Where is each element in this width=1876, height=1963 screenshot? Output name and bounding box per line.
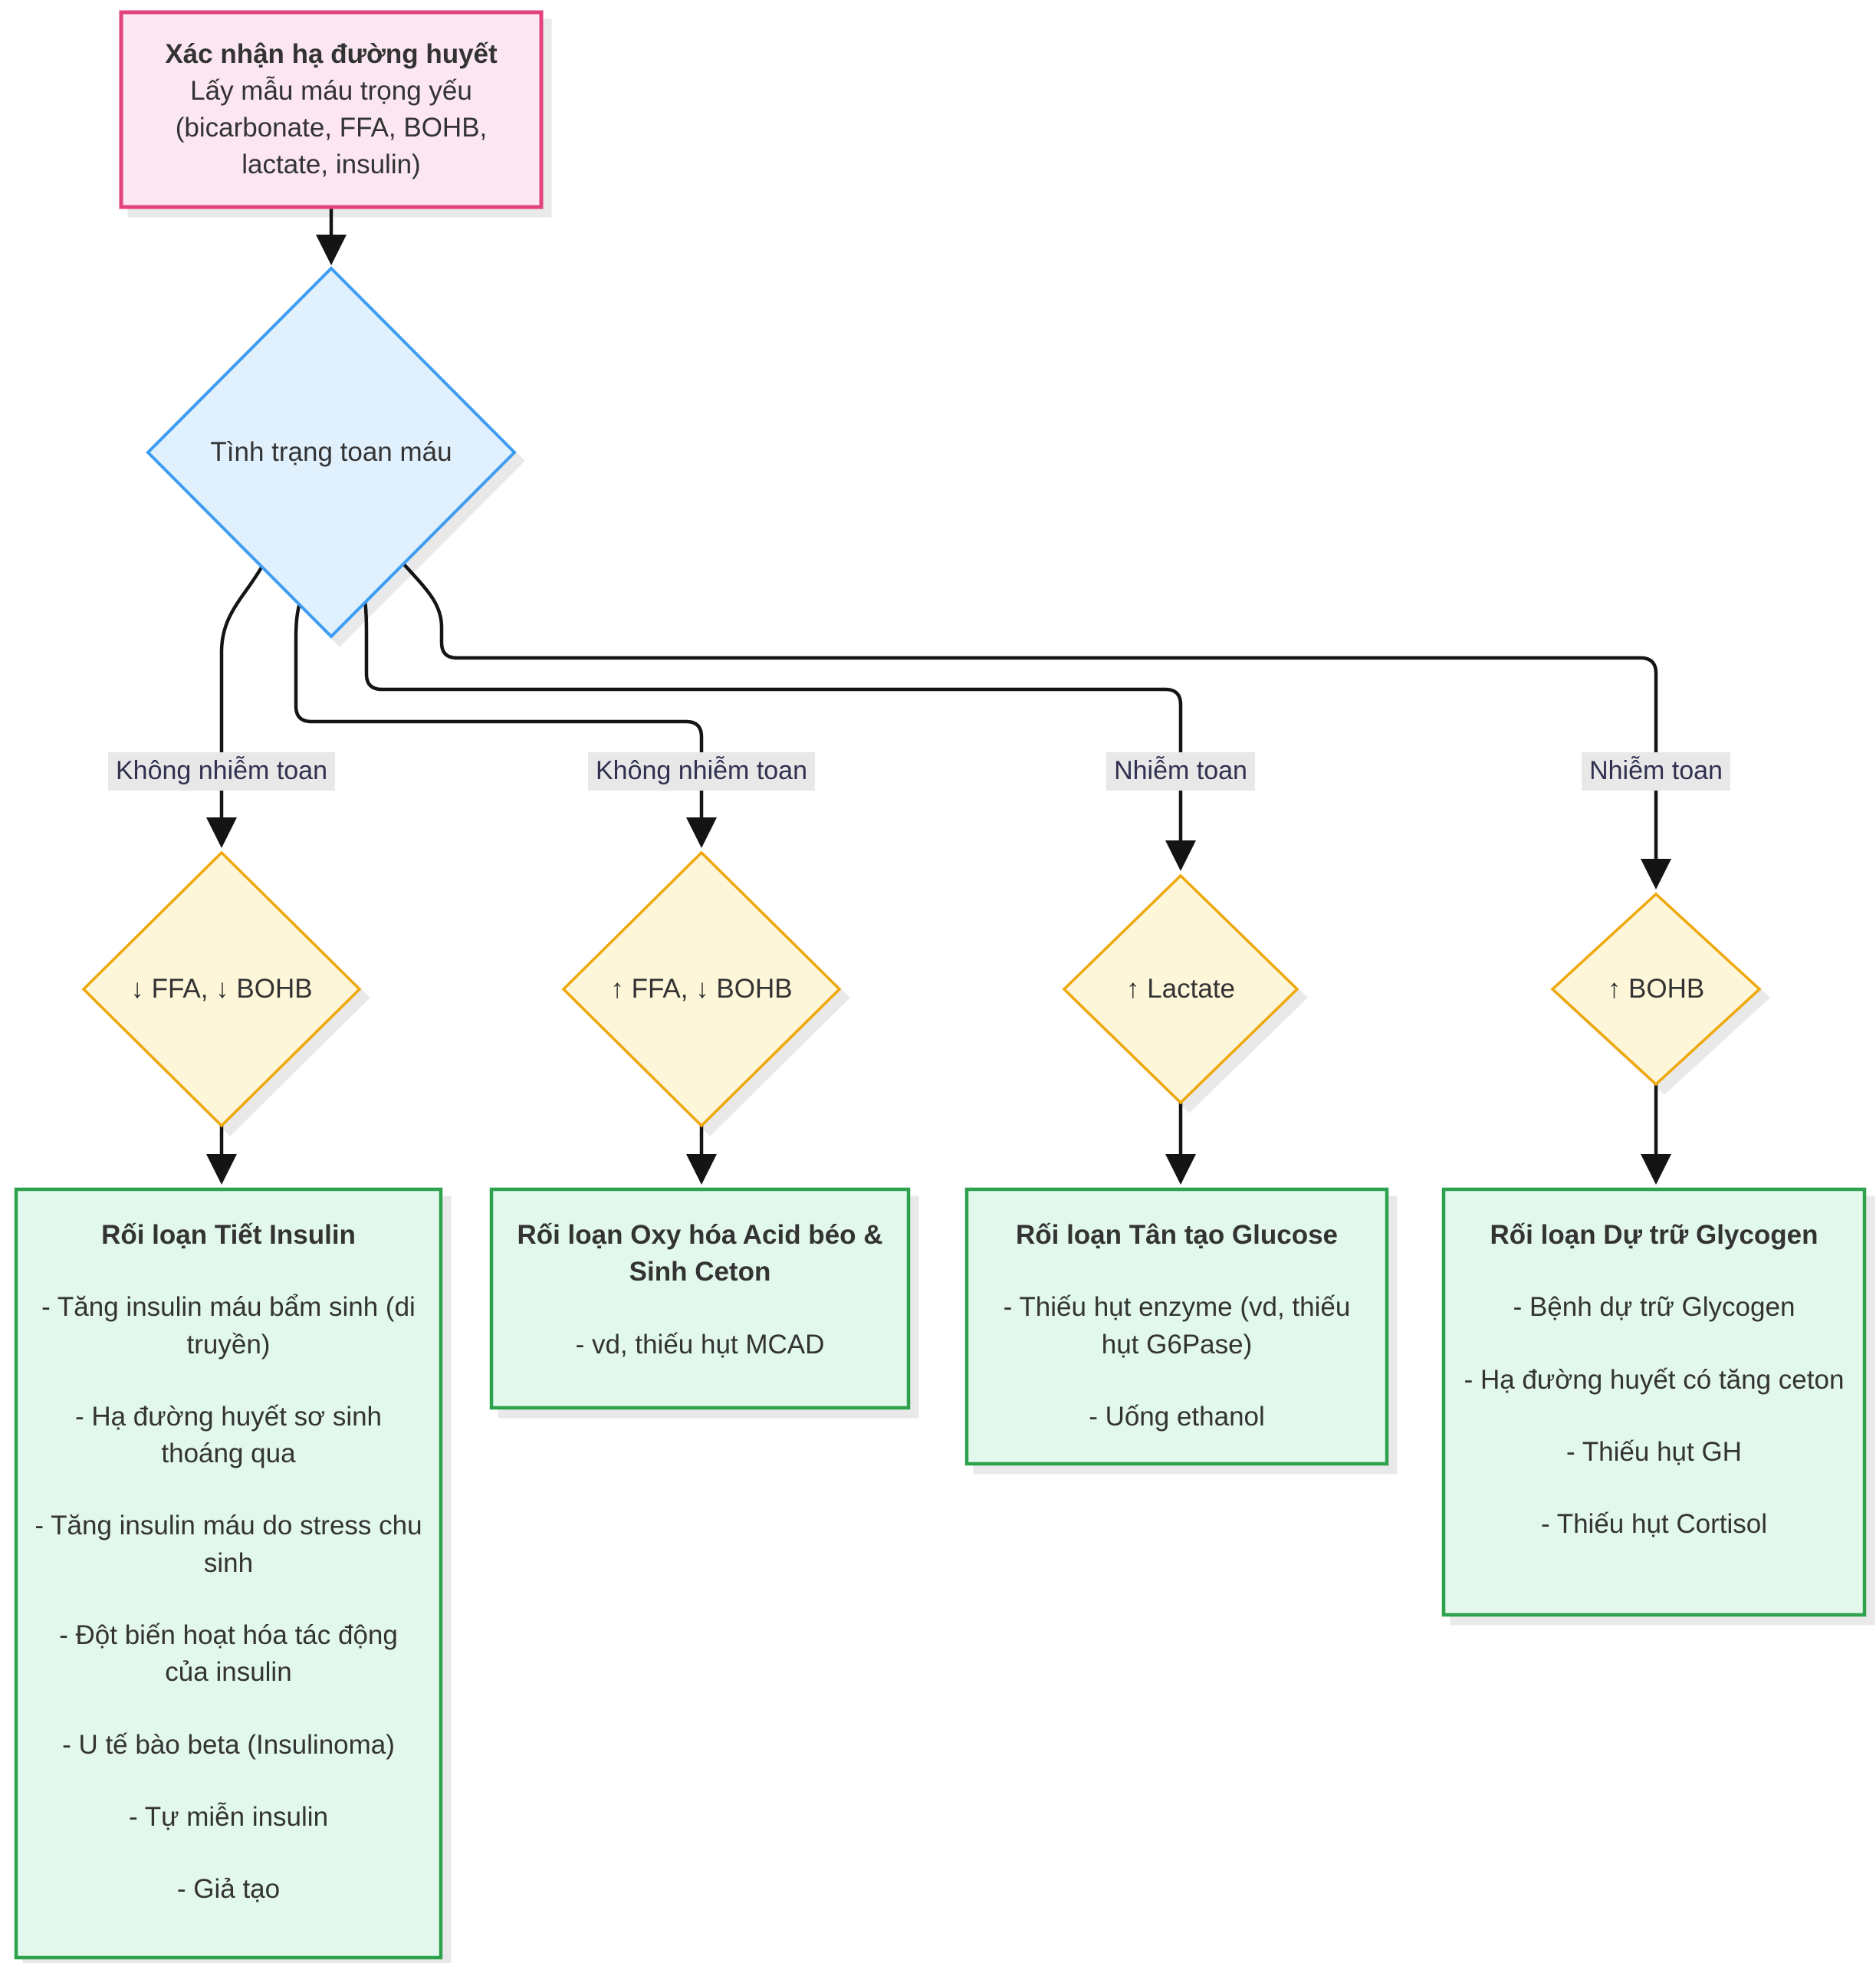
arrow-down-icon [206,1154,237,1185]
result-box-item: - Uống ethanol [1089,1401,1265,1432]
edge-label-1: Không nhiễm toan [108,752,335,791]
result-box-item: - Tự miễn insulin [128,1801,329,1832]
arrow-down-icon [206,817,237,848]
result-box-item: - Tăng insulin máu do stress chu sinh [34,1511,422,1578]
edge-decision-to-test-1 [219,560,267,821]
test-label-3: ↑ Lactate [1125,974,1236,1004]
edge-decision-to-test-4 [401,561,1658,863]
arrow-down-icon [316,235,347,265]
result-box-1: Rối loạn Tiết Insulin - Tăng insulin máu… [16,1189,441,1958]
edge-decision-to-test-3 [363,597,1183,844]
test-diamond-3-shape [1062,873,1299,1105]
edge-label-4: Nhiễm toan [1582,752,1730,791]
result-box-4: Rối loạn Dự trữ Glycogen - Bệnh dự trữ G… [1444,1189,1865,1615]
start-node-line: Lấy mẫu máu trọng yếu [190,76,472,106]
result-box-3: Rối loạn Tân tạo Glucose - Thiếu hụt enz… [967,1189,1387,1464]
result-box-item: - Hạ đường huyết có tăng ceton [1464,1364,1845,1395]
start-node-title: Xác nhận hạ đường huyết [165,39,498,69]
decision-label: Tình trạng toan máu [210,437,452,467]
result-box-2: Rối loạn Oxy hóa Acid béo & Sinh Ceton -… [491,1189,908,1408]
start-node-shape [119,10,544,209]
result-box-title: Rối loạn Tiết Insulin [101,1220,356,1250]
result-box-1-shape [14,1187,443,1960]
result-box-item: - Hạ đường huyết sơ sinh thoáng qua [74,1401,383,1469]
test-label-2: ↑ FFA, ↓ BOHB [610,974,793,1004]
edge-lines [219,206,1658,1158]
arrow-down-icon [1641,859,1671,889]
result-box-item: - Đột biến hoạt hóa tác động của insulin [59,1620,398,1688]
result-box-item: - Thiếu hụt enzyme (vd, thiếu hụt G6Pase… [1003,1292,1351,1360]
result-box-item: - Thiếu hụt GH [1566,1436,1742,1467]
result-box-title: Rối loạn Oxy hóa Acid béo & Sinh Ceton [517,1220,883,1287]
edge-decision-to-test-2 [294,597,704,821]
arrowheads [206,235,1671,1185]
result-box-item: - Tăng insulin máu bẩm sinh (di truyền) [41,1292,416,1360]
test-diamond-4-shape [1550,892,1762,1087]
test-label-4: ↑ BOHB [1607,974,1705,1004]
result-box-4-shape [1441,1187,1867,1617]
arrow-down-icon [1641,1154,1671,1185]
result-box-2-shape [489,1187,911,1410]
result-box-3-shape [964,1187,1389,1466]
arrow-down-icon [686,1154,717,1185]
test-diamond-1-shape [81,850,362,1128]
start-node: Xác nhận hạ đường huyết Lấy mẫu máu trọn… [121,12,541,207]
arrow-down-icon [1165,1154,1196,1185]
test-label-1: ↓ FFA, ↓ BOHB [130,974,313,1004]
start-node-line: (bicarbonate, FFA, BOHB, [175,113,488,143]
result-box-title: Rối loạn Dự trữ Glycogen [1490,1220,1819,1250]
edge-label-3: Nhiễm toan [1106,752,1255,791]
arrow-down-icon [1165,840,1196,871]
test-diamond-2-shape [561,850,842,1128]
result-box-item: - vd, thiếu hụt MCAD [575,1329,825,1360]
result-box-item: - Thiếu hụt Cortisol [1540,1509,1768,1540]
start-node-line: lactate, insulin) [241,150,421,179]
result-box-item: - Bệnh dự trữ Glycogen [1513,1292,1796,1323]
result-box-item: - U tế bào beta (Insulinoma) [62,1729,395,1760]
decision-diamond-shape [146,266,517,639]
result-box-item: - Giả tạo [176,1874,281,1905]
arrow-down-icon [686,817,717,848]
edge-label-2: Không nhiễm toan [588,752,815,791]
result-box-title: Rối loạn Tân tạo Glucose [1015,1220,1339,1250]
